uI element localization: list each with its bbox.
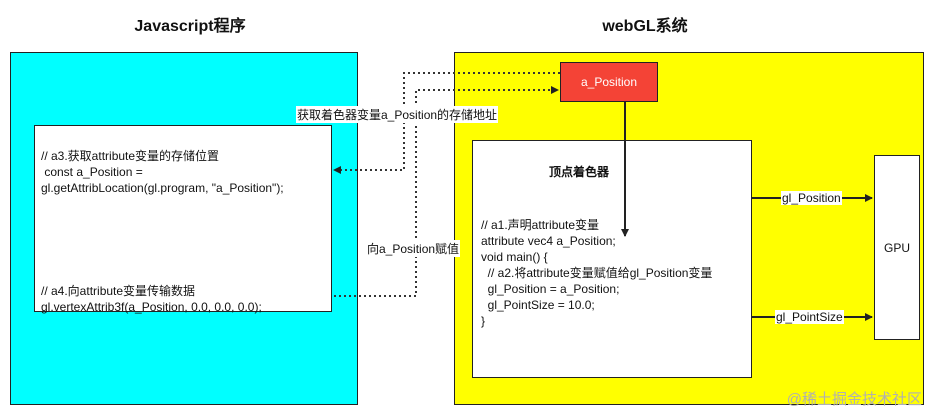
javascript-title: Javascript程序 bbox=[134, 18, 246, 35]
js-code-line: gl.vertexAttrib3f(a_Position, 0.0, 0.0, … bbox=[41, 300, 262, 314]
javascript-code-box: // a3.获取attribute变量的存储位置 const a_Positio… bbox=[34, 125, 332, 314]
gl-pointsize-label: gl_PointSize bbox=[775, 310, 844, 324]
assign-value-label: 向a_Position赋值 bbox=[366, 240, 461, 257]
webgl-title: webGL系统 bbox=[602, 18, 688, 35]
watermark: @稀土掘金技术社区 bbox=[786, 391, 922, 408]
shader-code-line: gl_PointSize = 10.0; bbox=[481, 298, 595, 312]
assign-value-connector bbox=[334, 86, 559, 297]
get-location-label: 获取着色器变量a_Position的存储地址 bbox=[296, 106, 499, 123]
a-position-label: a_Position bbox=[580, 75, 638, 89]
gpu-label: GPU bbox=[883, 240, 910, 255]
vertex-shader-title: 顶点着色器 bbox=[549, 165, 610, 179]
shader-code-line: void main() { bbox=[481, 250, 548, 264]
js-code-line: // a3.获取attribute变量的存储位置 bbox=[41, 149, 220, 163]
vertex-shader-box: 顶点着色器 // a1.声明attribute变量 attribute vec4… bbox=[472, 140, 752, 378]
gl-position-label: gl_Position bbox=[781, 191, 842, 205]
shader-code-line: // a2.将attribute变量赋值给gl_Position变量 bbox=[481, 266, 713, 280]
shader-code-line: gl_Position = a_Position; bbox=[481, 282, 620, 296]
js-code-line: const a_Position = bbox=[41, 165, 143, 179]
shader-code-line: } bbox=[481, 314, 486, 328]
js-code-line: // a4.向attribute变量传输数据 bbox=[41, 284, 196, 298]
shader-code-line: // a1.声明attribute变量 bbox=[481, 218, 600, 232]
js-code-line: gl.getAttribLocation(gl.program, "a_Posi… bbox=[41, 181, 284, 195]
a-position-box: a_Position bbox=[560, 62, 658, 102]
gpu-box: GPU bbox=[874, 155, 920, 340]
shader-code-line: attribute vec4 a_Position; bbox=[481, 234, 616, 248]
